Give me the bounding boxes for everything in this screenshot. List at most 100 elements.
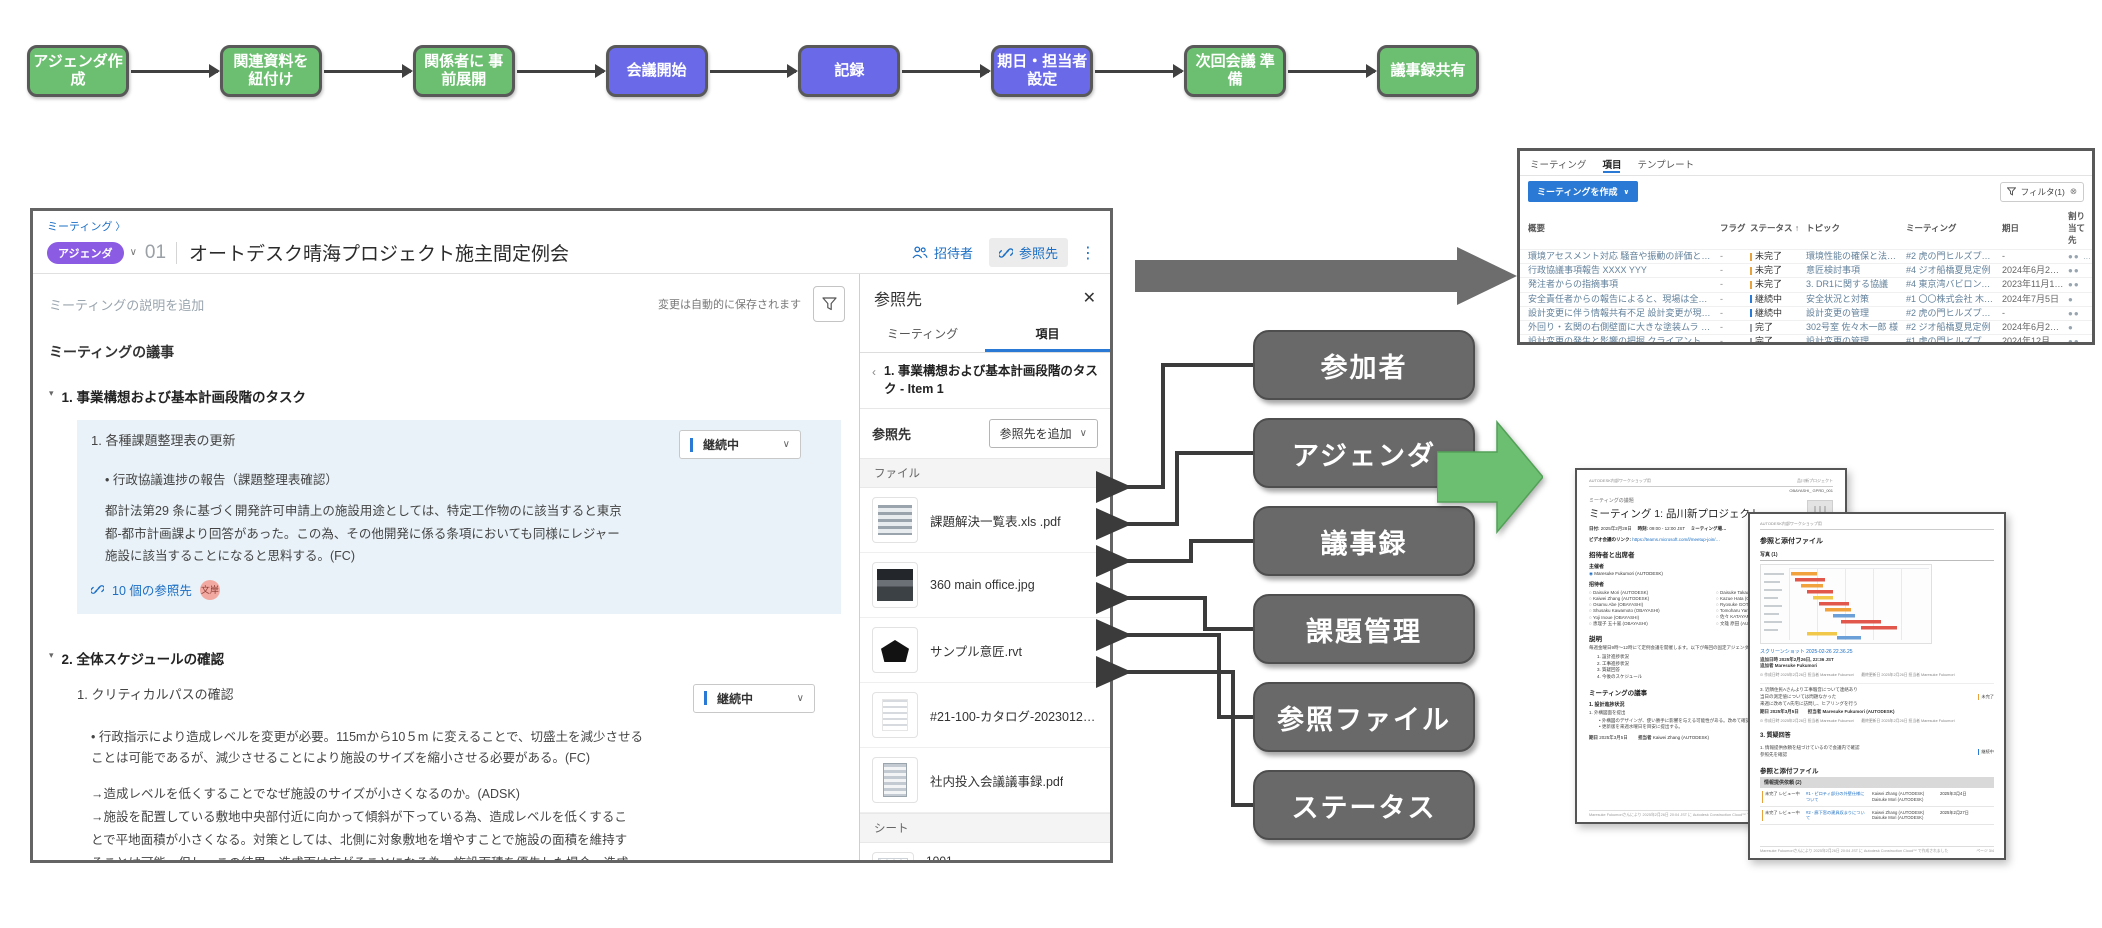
filter-button[interactable]: [813, 286, 845, 322]
kebab-menu-icon[interactable]: ⋮: [1080, 244, 1096, 262]
cell-meeting[interactable]: #1 〇〇株式会社 木更津プ…: [1906, 293, 1998, 304]
organizer-name: Maresuke Fukumori (AUTODESK): [1594, 571, 1663, 576]
workflow-step-label: 議事録共有: [1390, 62, 1466, 80]
callout-text: 参加者: [1320, 352, 1408, 383]
table-row[interactable]: 安全責任者からの報告によると、現場は全体的に安全に運用されてい… - 継続中 安…: [1520, 291, 2092, 306]
breadcrumb[interactable]: ミーティング 〉: [47, 218, 1096, 234]
column-header[interactable]: トピック: [1806, 223, 1841, 233]
collapse-triangle-icon[interactable]: ▾: [49, 649, 54, 660]
status-dropdown[interactable]: 継続中 ∨: [693, 683, 815, 713]
file-item[interactable]: 社内投入会議議事録.pdf: [860, 748, 1110, 813]
clear-filter-icon[interactable]: ⊗: [2069, 186, 2077, 196]
agenda-item-card[interactable]: 1. 各種課題整理表の更新 継続中 ∨ 行政協議進捗の報告（課題整理表確認） 都…: [77, 420, 841, 614]
status-color-bar: [690, 437, 693, 452]
column-header[interactable]: 概要: [1528, 223, 1546, 233]
workflow-step-box: 議事録共有: [1377, 45, 1480, 97]
references-count-link[interactable]: 10 個の参照先: [112, 584, 192, 598]
create-meeting-button[interactable]: ミーティングを作成 ∨: [1528, 181, 1639, 202]
table-row[interactable]: 外回り・玄関の右側壁面に大きな塗装ムラ ※写真を撮影していないた… - 完了 3…: [1520, 319, 2092, 334]
agenda-badge[interactable]: アジェンダ: [47, 241, 124, 264]
column-header[interactable]: 期日: [2002, 223, 2020, 233]
invitees-button[interactable]: 招待者: [912, 243, 973, 262]
workflow-step-box: 次回会議 準備: [1184, 45, 1287, 97]
cell-due-date: 2024年6月28日: [2002, 322, 2064, 333]
date-label: 日付:: [1589, 526, 1600, 531]
topic-title: 1. 設計進捗状況: [1589, 701, 1625, 708]
tab-templates[interactable]: テンプレート: [1637, 160, 1695, 171]
added-by: 追加者 Maresuke Fukumori: [1760, 663, 1818, 668]
cell-summary[interactable]: 行政協議事項報告 XXXX YYY: [1528, 265, 1647, 276]
panel-breadcrumb: 1. 事業構想および基本計画段階のタスク - Item 1: [884, 364, 1098, 396]
cell-summary[interactable]: 発注者からの指摘事項: [1528, 279, 1619, 290]
minutes-heading: ミーティングの議事: [1589, 689, 1648, 697]
chevron-down-icon[interactable]: ∨: [129, 247, 137, 258]
column-header[interactable]: 割り当て先: [2068, 211, 2086, 245]
file-item[interactable]: #21-100-カタログ-2023012601...: [860, 683, 1110, 748]
cell-summary[interactable]: 環境アセスメント対応 騒音や振動の評価と周辺住民への説明責任 エ…: [1528, 251, 1716, 262]
video-link[interactable]: https://teams.microsoft.com/l/meetup-joi…: [1632, 537, 1721, 542]
column-header[interactable]: ミーティング: [1906, 223, 1957, 233]
cell-summary[interactable]: 安全責任者からの報告によると、現場は全体的に安全に運用されてい…: [1528, 293, 1716, 304]
cell-topic: 意匠検討事項: [1806, 265, 1861, 276]
table-row[interactable]: 環境アセスメント対応 騒音や振動の評価と周辺住民への説明責任 エ… - 未完了 …: [1520, 249, 2092, 263]
agenda-section-2[interactable]: ▾ 2. 全体スケジュールの確認: [49, 648, 859, 668]
workflow-step-label: 関係者に 事前展開: [424, 53, 504, 88]
cell-meeting[interactable]: #2 虎の門ヒルズプロジェ…: [1906, 307, 1998, 318]
column-header[interactable]: ステータス ↑: [1750, 223, 1800, 233]
rfi-link[interactable]: #2 - 廊下窓の建具収まりについて: [1806, 809, 1865, 821]
file-item[interactable]: 360 main office.jpg: [860, 553, 1110, 618]
item-line: 参照先を確認: [1760, 752, 1787, 757]
back-chevron-icon[interactable]: ‹: [872, 365, 876, 379]
agenda-item-row[interactable]: 1. クリティカルパスの確認 継続中 ∨: [77, 683, 841, 713]
file-item[interactable]: サンプル意匠.rvt: [860, 618, 1110, 683]
table-row[interactable]: 設計変更の発生と影響の把握 クライアント要望による仕様変更（外装… - 完了 設…: [1520, 334, 2092, 345]
table-row[interactable]: 発注者からの指摘事項 - 未完了 3. DR1に関する協議 #4 東京湾バビロン…: [1520, 277, 2092, 291]
meeting-app-window: ミーティング 〉 アジェンダ ∨ 01 オートデスク晴海プロジェクト施主間定例会…: [30, 208, 1113, 863]
rfi-link[interactable]: #1 - ピロティ部分の外壁仕様について: [1806, 790, 1865, 802]
close-icon[interactable]: ✕: [1082, 290, 1096, 307]
avatar[interactable]: 文岸: [199, 579, 220, 600]
column-header[interactable]: フラグ: [1720, 223, 1746, 233]
tab-meetings[interactable]: ミーティング: [1530, 160, 1587, 171]
status-color-bar: [1750, 252, 1752, 261]
filter-chip[interactable]: フィルタ(1) ⊗: [1999, 181, 2084, 202]
breadcrumb-label[interactable]: ミーティング: [47, 221, 113, 233]
screenshot-link[interactable]: スクリーンショット 2025-02-26 22.36.25: [1760, 649, 1853, 655]
collapse-triangle-icon[interactable]: ▾: [49, 388, 54, 398]
sheet-item[interactable]: 1001 20241001 ｜ 02_実施設計図一式 平面図(1): [860, 843, 1110, 860]
cell-summary[interactable]: 設計変更に伴う情報共有不足 設計変更が現場にタイムリーに伝わらな…: [1528, 307, 1716, 318]
fixed-agenda-line: 2. 工事進捗状況: [1597, 660, 1630, 666]
invitee-name: Kazue Hata (O…: [1716, 596, 1833, 601]
description-placeholder[interactable]: ミーティングの説明を追加: [49, 297, 205, 313]
page-number: ページ 3/4: [1976, 849, 1994, 853]
agenda-item-title[interactable]: 1. 各種課題整理表の更新: [91, 433, 236, 448]
agenda-section-1[interactable]: ▾ 1. 事業構想および基本計画段階のタスク: [49, 386, 859, 406]
meeting-title[interactable]: オートデスク晴海プロジェクト施主間定例会: [189, 244, 570, 265]
file-item[interactable]: 課題解決一覧表.xls .pdf: [860, 488, 1110, 553]
cell-meeting[interactable]: #2 ジオ船橋夏見定例: [1906, 322, 1991, 333]
status-label: 未完了: [1981, 694, 1994, 700]
cell-flag: -: [1720, 251, 1723, 262]
table-row[interactable]: 設計変更に伴う情報共有不足 設計変更が現場にタイムリーに伝わらな… - 継続中 …: [1520, 305, 2092, 320]
panel-tab-meeting[interactable]: ミーティング: [886, 327, 959, 341]
cell-summary[interactable]: 設計変更の発生と影響の把握 クライアント要望による仕様変更（外装…: [1528, 336, 1716, 345]
cell-meeting[interactable]: #4 東京湾バビロンプロジ…: [1906, 279, 1998, 290]
agenda-item-title[interactable]: 1. クリティカルパスの確認: [77, 686, 234, 702]
rfi-row: 未完了 レビュー中 #1 - ピロティ部分の外壁仕様について Kaiwei Zh…: [1760, 788, 1994, 807]
workflow-step: 関連資料を 紐付け: [219, 45, 413, 97]
status-dropdown[interactable]: 継続中 ∨: [679, 430, 801, 459]
table-row[interactable]: 行政協議事項報告 XXXX YYY - 未完了 意匠検討事項 #4 ジオ船橋夏見…: [1520, 263, 2092, 277]
panel-tab-item[interactable]: 項目: [985, 318, 1110, 352]
filter-label: フィルタ(1): [2020, 186, 2065, 197]
doc-header-left: AUTODESK内部ワークショップ用: [1760, 521, 1822, 526]
status-color-bar: [1750, 323, 1752, 332]
cell-meeting[interactable]: #1 虎の門ヒルズプロジェ…: [1906, 336, 1998, 345]
cell-summary[interactable]: 外回り・玄関の右側壁面に大きな塗装ムラ ※写真を撮影していないた…: [1528, 322, 1716, 333]
cell-meeting[interactable]: #2 虎の門ヒルズプロジェ…: [1906, 251, 1998, 262]
status-label: 継続中: [1755, 293, 1783, 304]
references-button[interactable]: 参照先: [988, 238, 1068, 267]
cell-meeting[interactable]: #4 ジオ船橋夏見定例: [1906, 265, 1991, 276]
tab-items[interactable]: 項目: [1602, 157, 1621, 171]
add-reference-button[interactable]: 参照先を追加 ∨: [988, 419, 1098, 448]
description-text: 毎週金曜日9時〜12時にて定例会議を開催します。以下が毎回の固定アジェンダで…: [1589, 645, 1758, 650]
